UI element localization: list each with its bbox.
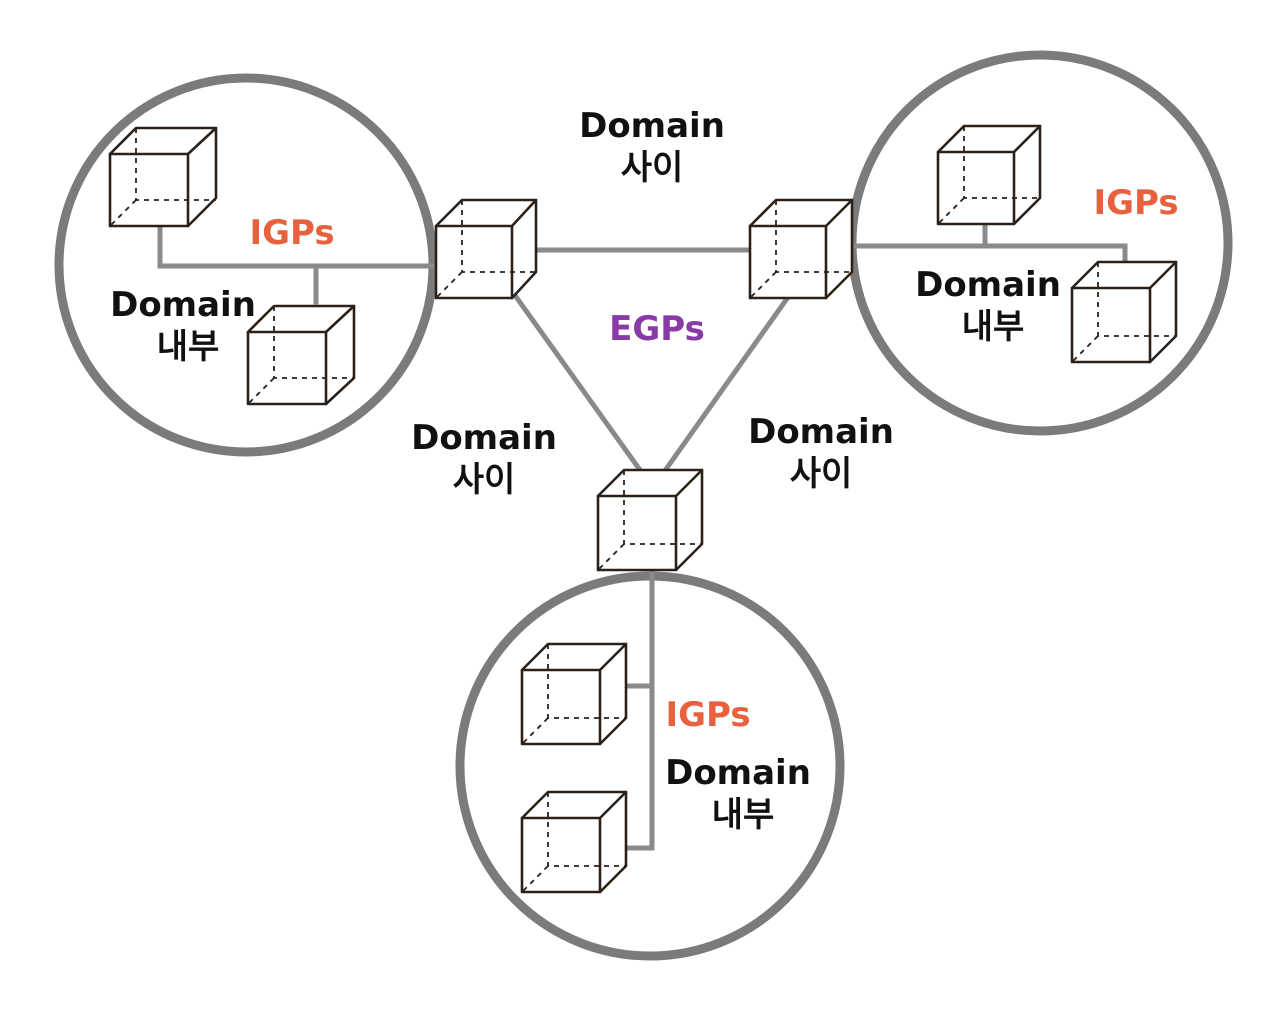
right-between-label-line1: Domain	[748, 412, 894, 452]
egp-label: EGPs	[609, 309, 705, 349]
router-cube-icon	[434, 198, 538, 300]
egp-link-left	[510, 290, 644, 474]
right-inside-label-line1: Domain	[915, 265, 1061, 305]
router-cube-icon	[520, 790, 628, 894]
left-igp-label: IGPs	[249, 213, 334, 253]
igp-link-left-upper	[157, 225, 439, 269]
router-cube-icon	[246, 304, 356, 406]
router-cube-icon	[1070, 260, 1178, 364]
router-cube-icon	[596, 468, 704, 572]
router-cube-icon	[936, 124, 1042, 226]
bottom-igp-label: IGPs	[665, 695, 750, 735]
top-between-label-line1: Domain	[579, 106, 725, 146]
bottom-inside-label-line1: Domain	[665, 753, 811, 793]
left-inside-label-line2: 내부	[157, 327, 220, 367]
right-between-label-line2: 사이	[790, 454, 853, 494]
igp-link-right-upper	[849, 243, 1128, 263]
left-between-label-line1: Domain	[411, 418, 557, 458]
router-cube-icon	[748, 198, 854, 300]
top-between-label-line2: 사이	[621, 148, 684, 188]
right-inside-label-line2: 내부	[962, 307, 1025, 347]
router-cube-icon	[520, 642, 628, 746]
bottom-inside-label-line2: 내부	[712, 795, 775, 835]
egp-link-right	[660, 296, 790, 476]
left-inside-label-line1: Domain	[110, 285, 256, 325]
right-domain-circle	[847, 50, 1233, 436]
left-between-label-line2: 사이	[453, 460, 516, 500]
router-cube-icon	[108, 126, 218, 228]
right-igp-label: IGPs	[1093, 183, 1178, 223]
